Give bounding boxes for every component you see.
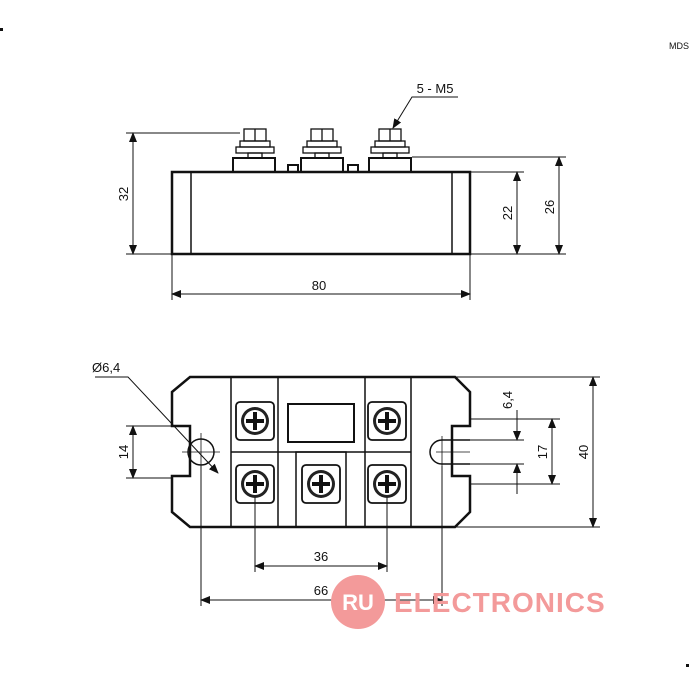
side-view: [126, 96, 566, 300]
dim-height-total: 32: [116, 187, 131, 201]
terminal-screw-head: [367, 464, 407, 504]
top-view: [95, 375, 600, 606]
dim-slot-height: 17: [535, 445, 550, 459]
dim-hole-height: 14: [116, 445, 131, 459]
watermark-text: ELECTRONICS: [394, 587, 606, 618]
terminal-screw-head: [301, 464, 341, 504]
watermark-logo: [331, 575, 385, 629]
terminal-screw-head: [235, 464, 275, 504]
dim-height-body: 22: [500, 206, 515, 220]
dim-height-terminal: 26: [542, 200, 557, 214]
corner-mark: [0, 28, 3, 31]
mounting-slot: [429, 439, 470, 465]
terminal-screw: [302, 128, 342, 159]
label-window: [287, 403, 355, 443]
module-body: [170, 170, 472, 256]
dim-hole-spacing: 66: [314, 583, 328, 598]
terminal-screw-head: [235, 401, 275, 441]
terminal-screw: [235, 128, 275, 159]
dim-depth: 40: [576, 445, 591, 459]
dim-width: 80: [312, 278, 326, 293]
dim-terminal-spacing: 36: [314, 549, 328, 564]
model-code: MDS: [669, 41, 689, 51]
terminal-screw-head: [367, 401, 407, 441]
dim-hole-diameter: Ø6,4: [92, 360, 120, 375]
terminal-screw: [370, 128, 410, 159]
watermark-logo-text: RU: [342, 590, 374, 615]
screw-label: 5 - M5: [417, 81, 454, 96]
corner-mark: [686, 664, 689, 667]
dim-slot-offset: 6,4: [500, 391, 515, 409]
watermark: RU ELECTRONICS: [331, 575, 606, 629]
terminal-screws-top: [235, 401, 407, 504]
